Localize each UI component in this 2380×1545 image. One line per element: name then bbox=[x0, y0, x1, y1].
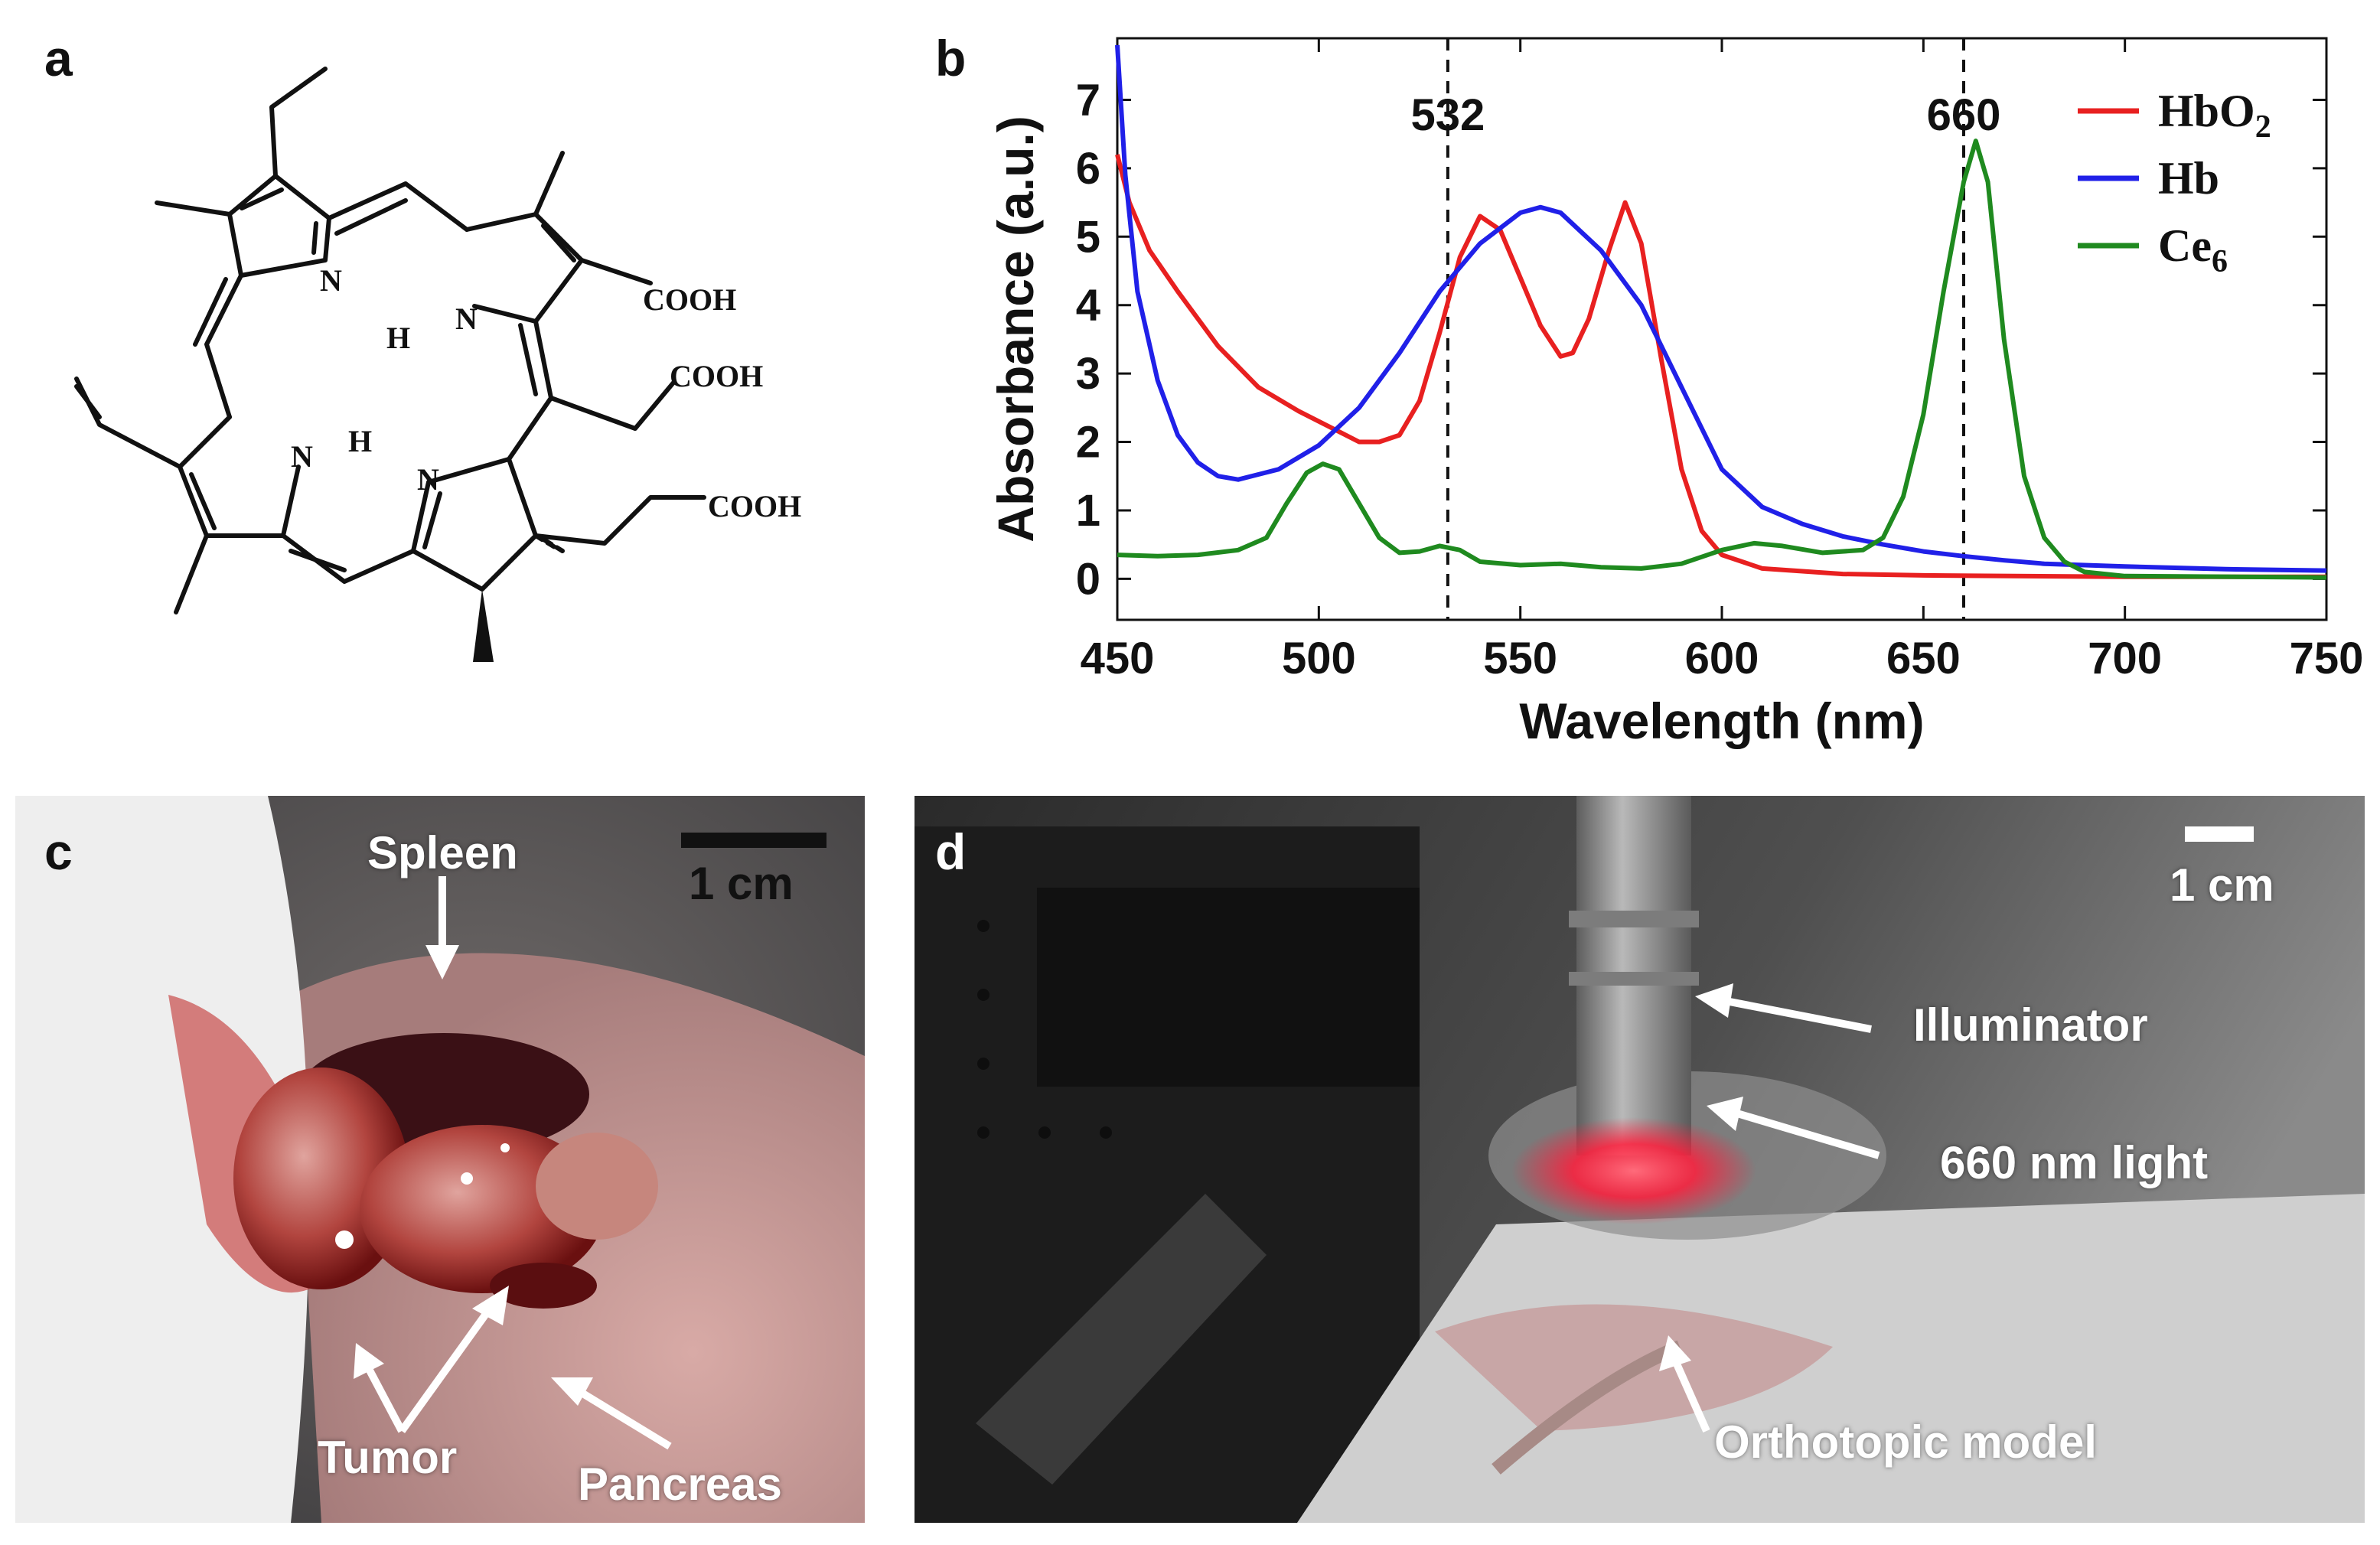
marker-label-660: 660 bbox=[1927, 90, 2001, 140]
y-tick-label: 7 bbox=[1076, 75, 1100, 125]
scale-label-d: 1 cm bbox=[2170, 859, 2274, 911]
scale-bar-c bbox=[681, 833, 826, 848]
x-tick-label: 750 bbox=[2290, 634, 2364, 683]
legend-label-hbo2: HbO2 bbox=[2158, 86, 2271, 145]
series-line-hbo2 bbox=[1115, 154, 2326, 579]
marker-label-532: 532 bbox=[1410, 90, 1485, 140]
atom-n1: N bbox=[320, 263, 342, 298]
group-cooh-2: COOH bbox=[670, 359, 763, 393]
x-tick-label: 650 bbox=[1886, 634, 1961, 683]
x-tick-label: 450 bbox=[1081, 634, 1155, 683]
panel-label-d: d bbox=[935, 823, 967, 880]
x-tick-label: 600 bbox=[1685, 634, 1759, 683]
label-pancreas: Pancreas bbox=[578, 1459, 782, 1510]
x-tick-label: 500 bbox=[1282, 634, 1356, 683]
panel-label-c: c bbox=[44, 823, 73, 880]
panel-label-a: a bbox=[44, 30, 73, 86]
y-tick-label: 3 bbox=[1076, 349, 1100, 399]
x-axis-label: Wavelength (nm) bbox=[1519, 693, 1924, 749]
legend-label-hb: Hb bbox=[2158, 153, 2219, 204]
label-660nm-light: 660 nm light bbox=[1940, 1137, 2209, 1188]
y-tick-label: 5 bbox=[1076, 212, 1100, 262]
photo-d-illustration bbox=[915, 796, 2365, 1523]
y-tick-label: 1 bbox=[1076, 486, 1100, 536]
atom-n3: N bbox=[291, 439, 313, 474]
label-illuminator: Illuminator bbox=[1913, 999, 2148, 1051]
y-tick-label: 2 bbox=[1076, 418, 1100, 468]
x-tick-label: 700 bbox=[2088, 634, 2162, 683]
x-tick-label: 550 bbox=[1483, 634, 1557, 683]
scale-label-c: 1 cm bbox=[689, 858, 794, 909]
photo-c-illustration bbox=[15, 796, 865, 1523]
y-tick-label: 6 bbox=[1076, 144, 1100, 194]
atom-n2: N bbox=[455, 302, 478, 336]
y-tick-label: 4 bbox=[1076, 281, 1100, 331]
atom-n4: N bbox=[417, 462, 439, 497]
legend-label-ce6: Ce6 bbox=[2158, 220, 2228, 279]
series-line-ce6 bbox=[1117, 139, 2327, 580]
plot-frame bbox=[1116, 37, 2328, 621]
y-axis-label: Absorbance (a.u.) bbox=[987, 116, 1044, 542]
label-spleen: Spleen bbox=[367, 827, 518, 878]
y-tick-label: 0 bbox=[1076, 554, 1100, 604]
atom-h1: H bbox=[386, 321, 410, 355]
group-cooh-3: COOH bbox=[708, 489, 801, 523]
molecule-structure: N N H N H N COOH COOH COOH bbox=[74, 67, 801, 662]
absorbance-chart: 450 500 550 600 650 700 750 0 1 2 3 4 5 6 7Wavelength … bbox=[987, 37, 2364, 749]
scale-bar-d bbox=[2185, 826, 2254, 842]
photo-tumor-organs: 1 cm Spleen Tumor Pancreas bbox=[15, 796, 865, 1523]
label-tumor: Tumor bbox=[318, 1432, 458, 1483]
group-cooh-1: COOH bbox=[643, 282, 736, 317]
series-line-hb bbox=[1115, 44, 2327, 573]
label-orthotopic-model: Orthotopic model bbox=[1714, 1416, 2097, 1468]
atom-h2: H bbox=[348, 424, 372, 458]
panel-label-b: b bbox=[935, 30, 967, 86]
photo-illumination-setup: 1 cm Illuminator 660 nm light Orthotopic… bbox=[915, 796, 2365, 1523]
